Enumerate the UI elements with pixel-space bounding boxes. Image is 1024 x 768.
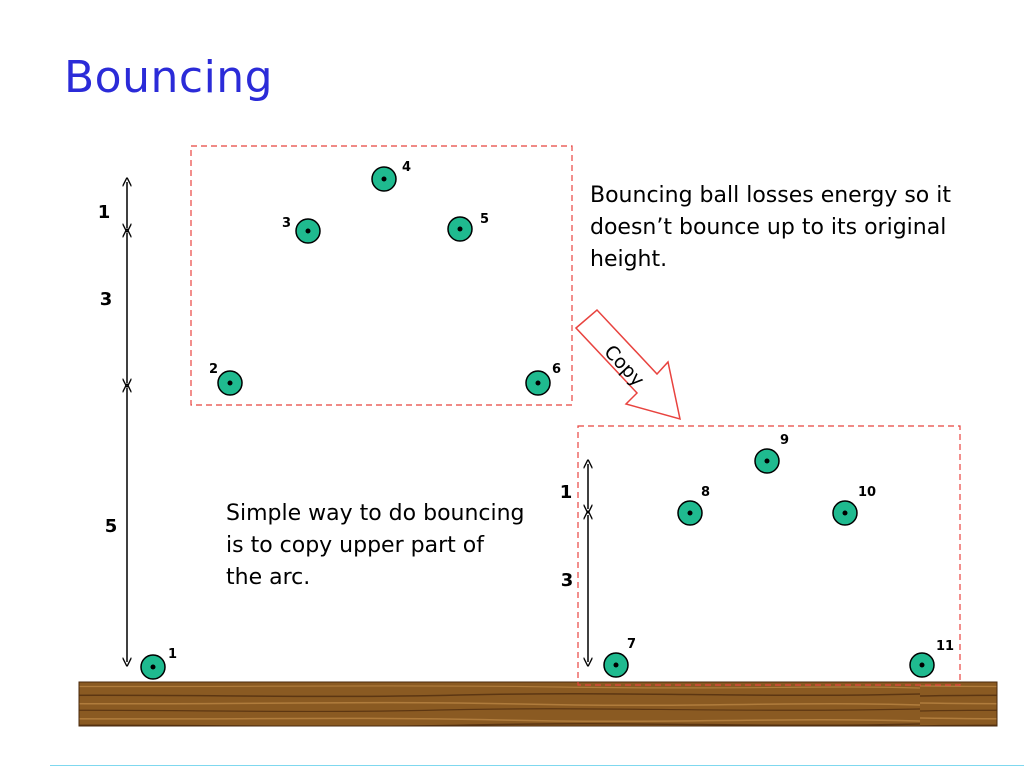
ground xyxy=(78,681,998,727)
ball-7: 7 xyxy=(603,637,636,678)
footer-divider xyxy=(50,765,1024,766)
right-height-scale: 1 3 xyxy=(560,464,588,662)
height-label-right-2: 3 xyxy=(561,570,574,591)
svg-text:6: 6 xyxy=(552,362,561,377)
svg-text:10: 10 xyxy=(858,485,876,500)
ball-8: 8 xyxy=(677,485,710,526)
height-label-left-3: 5 xyxy=(105,516,118,537)
svg-text:1: 1 xyxy=(168,647,177,662)
ball-2: 2 xyxy=(209,362,243,396)
ball-10: 10 xyxy=(832,485,876,526)
height-label-left-2: 3 xyxy=(100,289,113,310)
svg-text:3: 3 xyxy=(282,216,291,231)
ball-5: 5 xyxy=(447,212,489,242)
ball-3: 3 xyxy=(282,216,321,244)
height-label-left-1: 1 xyxy=(98,202,111,223)
ball-4: 4 xyxy=(371,160,411,192)
copy-note: Simple way to do bouncing is to copy upp… xyxy=(226,501,525,590)
height-label-right-1: 1 xyxy=(560,482,573,503)
copied-arc-box xyxy=(577,425,961,686)
svg-text:5: 5 xyxy=(480,212,489,227)
svg-text:7: 7 xyxy=(627,637,636,652)
copy-arrow: Copy xyxy=(574,308,681,421)
ball-11: 11 xyxy=(909,639,954,678)
svg-text:2: 2 xyxy=(209,362,218,377)
energy-note: Bouncing ball losses energy so it doesn’… xyxy=(590,183,952,272)
left-height-scale: 1 3 5 xyxy=(98,182,127,662)
svg-text:4: 4 xyxy=(402,160,411,175)
ball-1: 1 xyxy=(140,647,177,680)
svg-text:8: 8 xyxy=(701,485,710,500)
svg-text:11: 11 xyxy=(936,639,954,654)
ball-9: 9 xyxy=(754,433,789,474)
slide-title: Bouncing xyxy=(64,52,274,103)
upper-arc-box xyxy=(190,145,573,406)
ball-6: 6 xyxy=(525,362,561,396)
svg-text:9: 9 xyxy=(780,433,789,448)
